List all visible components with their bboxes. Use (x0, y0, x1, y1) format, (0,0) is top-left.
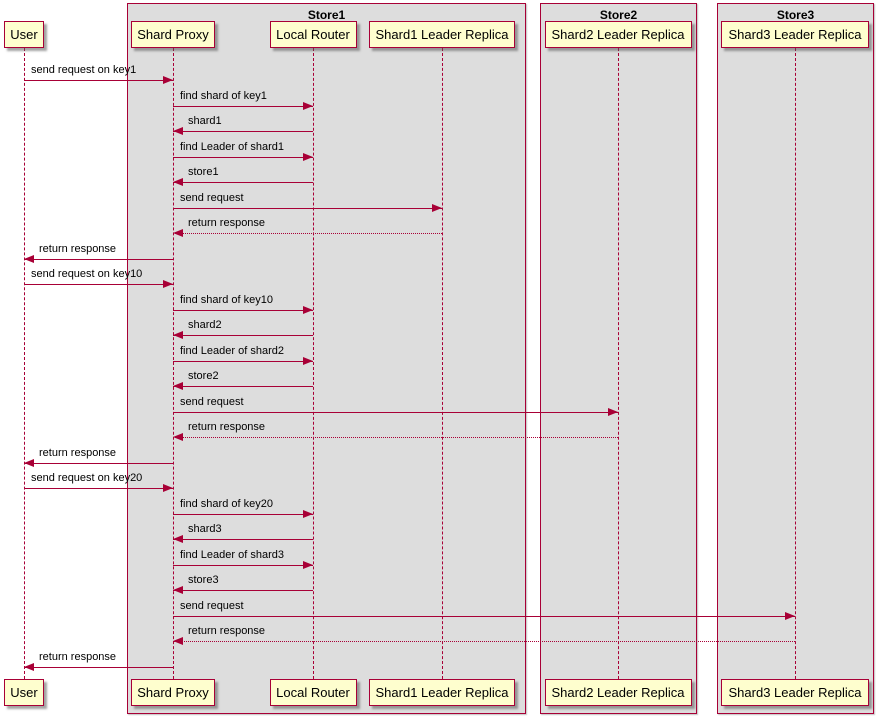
participant-shard1-top: Shard1 Leader Replica (369, 21, 515, 48)
message-line (24, 462, 173, 464)
message-line (173, 105, 313, 107)
message-line (173, 360, 313, 362)
message-label: send request (180, 599, 244, 612)
store-title: Store2 (599, 8, 638, 22)
message-label: find shard of key10 (180, 293, 273, 306)
lifeline-shard2 (618, 48, 619, 679)
store-box-store1: Store1 (127, 3, 526, 714)
message-label: find shard of key1 (180, 89, 267, 102)
message-label: find Leader of shard3 (180, 548, 284, 561)
message-label: return response (188, 421, 266, 433)
message-line (173, 641, 795, 642)
message-label: return response (188, 625, 266, 637)
participant-user-bottom: User (4, 679, 44, 706)
message-label: find shard of key20 (180, 497, 273, 510)
message-line (173, 309, 313, 311)
arrowhead-icon (173, 229, 183, 237)
message-line (173, 156, 313, 158)
arrowhead-icon (173, 535, 183, 543)
message-label: store3 (188, 574, 219, 586)
message-label: shard1 (188, 115, 222, 127)
arrowhead-icon (173, 178, 183, 186)
arrowhead-icon (173, 433, 183, 441)
message-line (173, 564, 313, 566)
message-line (173, 182, 313, 183)
message-label: shard3 (188, 523, 222, 535)
arrowhead-icon (173, 637, 183, 645)
arrowhead-icon (608, 407, 618, 416)
participant-shard1-bottom: Shard1 Leader Replica (369, 679, 515, 706)
message-label: send request (180, 191, 244, 204)
arrowhead-icon (24, 254, 34, 263)
message-label: store2 (188, 370, 219, 382)
message-label: send request on key1 (31, 64, 137, 76)
participant-shard3-bottom: Shard3 Leader Replica (721, 679, 869, 706)
arrowhead-icon (173, 127, 183, 135)
participant-user-top: User (4, 21, 44, 48)
lifeline-shard3 (795, 48, 796, 679)
message-label: send request on key20 (31, 472, 143, 484)
participant-shard3-top: Shard3 Leader Replica (721, 21, 869, 48)
message-line (173, 233, 442, 234)
store-title: Store3 (776, 8, 815, 22)
store-title: Store1 (307, 8, 346, 22)
message-label: find Leader of shard2 (180, 344, 284, 357)
message-line (24, 258, 173, 260)
message-line (173, 335, 313, 336)
lifeline-shard1 (442, 48, 443, 679)
arrowhead-icon (303, 560, 313, 569)
arrowhead-icon (163, 280, 173, 288)
message-label: return response (39, 650, 117, 663)
lifeline-user (24, 48, 25, 679)
message-line (173, 207, 442, 209)
message-line (173, 615, 795, 617)
message-label: send request on key10 (31, 268, 143, 280)
message-label: send request (180, 395, 244, 408)
arrowhead-icon (303, 356, 313, 365)
message-line (24, 284, 173, 285)
arrowhead-icon (24, 662, 34, 671)
arrowhead-icon (785, 611, 795, 620)
arrowhead-icon (303, 305, 313, 314)
participant-router-top: Local Router (269, 21, 357, 48)
message-label: shard2 (188, 319, 222, 331)
arrowhead-icon (303, 509, 313, 518)
message-line (173, 513, 313, 515)
participant-shard2-bottom: Shard2 Leader Replica (544, 679, 692, 706)
message-line (173, 386, 313, 387)
message-line (173, 539, 313, 540)
message-label: store1 (188, 166, 219, 178)
arrowhead-icon (303, 152, 313, 161)
message-line (173, 411, 618, 413)
arrowhead-icon (24, 458, 34, 467)
participant-proxy-bottom: Shard Proxy (131, 679, 215, 706)
message-label: find Leader of shard1 (180, 140, 284, 153)
arrowhead-icon (163, 76, 173, 84)
participant-router-bottom: Local Router (269, 679, 357, 706)
arrowhead-icon (173, 382, 183, 390)
arrowhead-icon (163, 484, 173, 492)
lifeline-proxy (173, 48, 174, 679)
arrowhead-icon (432, 203, 442, 212)
arrowhead-icon (303, 101, 313, 110)
message-line (24, 666, 173, 668)
message-line (24, 80, 173, 81)
participant-shard2-top: Shard2 Leader Replica (544, 21, 692, 48)
message-line (173, 131, 313, 132)
message-line (24, 488, 173, 489)
arrowhead-icon (173, 586, 183, 594)
arrowhead-icon (173, 331, 183, 339)
message-label: return response (188, 217, 266, 229)
message-label: return response (39, 446, 117, 459)
message-line (173, 590, 313, 591)
lifeline-router (313, 48, 314, 679)
message-label: return response (39, 242, 117, 255)
message-line (173, 437, 618, 438)
participant-proxy-top: Shard Proxy (131, 21, 215, 48)
